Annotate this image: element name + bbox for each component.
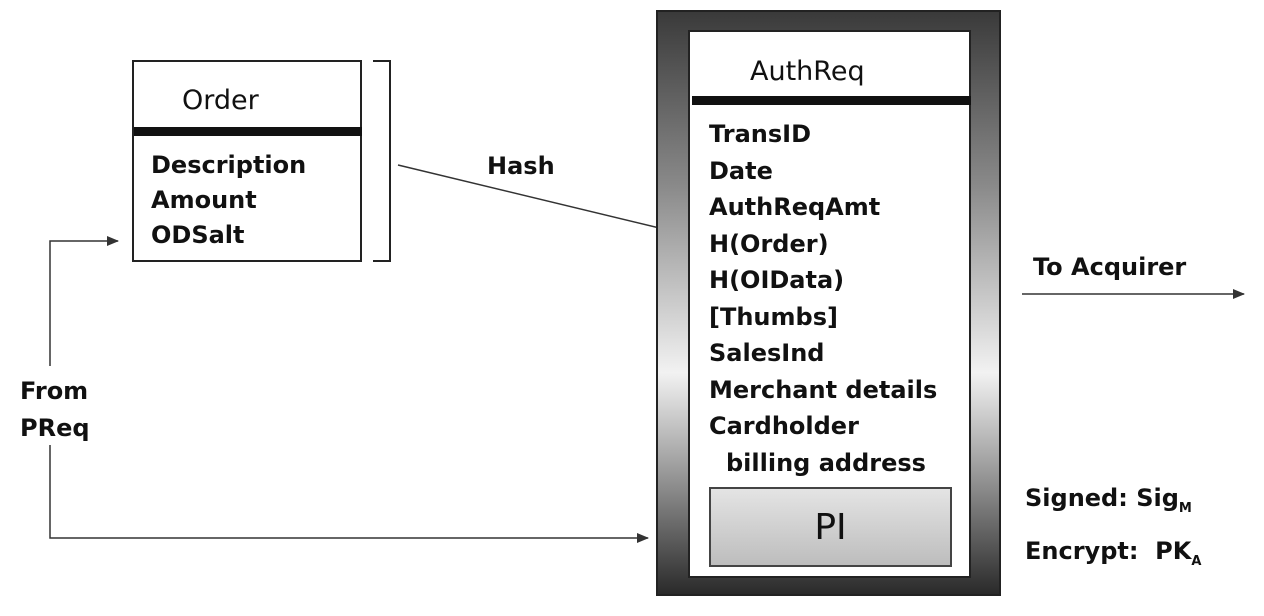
hash-label: Hash (487, 152, 555, 180)
order-field-list: Description Amount ODSalt (151, 148, 306, 253)
from-label-line1: From (20, 377, 89, 405)
authreq-field-salesind: SalesInd (709, 339, 825, 367)
order-bracket (373, 60, 391, 262)
signed-annotation: Signed: SigM (1025, 484, 1192, 516)
encrypt-text: Encrypt: PK (1025, 537, 1192, 565)
signed-text: Signed: Sig (1025, 484, 1179, 512)
authreq-field-billing-address: billing address (726, 448, 926, 477)
authreq-title: AuthReq (750, 56, 865, 87)
from-preq-arrow-up (49, 236, 119, 366)
order-box (132, 60, 362, 262)
order-title-divider (134, 127, 362, 136)
authreq-field-authreqamt: AuthReqAmt (709, 193, 881, 221)
signed-subscript: M (1178, 501, 1192, 516)
pi-box: PI (709, 487, 952, 567)
order-field-odsalt: ODSalt (151, 221, 245, 249)
from-label-line2: PReq (20, 414, 90, 442)
from-preq-label: From PReq (20, 373, 90, 447)
authreq-field-merchant-details: Merchant details (709, 375, 938, 404)
authreq-box (688, 30, 971, 578)
from-preq-arrow-down (49, 445, 649, 543)
authreq-title-divider (692, 96, 971, 105)
hash-arrow (397, 164, 677, 235)
authreq-field-h-order: H(Order) (709, 229, 829, 258)
encrypt-subscript: A (1191, 554, 1202, 569)
encrypt-annotation: Encrypt: PKA (1025, 537, 1201, 569)
authreq-field-h-oidata: H(OIData) (709, 266, 845, 294)
order-field-description: Description (151, 151, 307, 179)
authreq-field-thumbs: [Thumbs] (709, 302, 838, 331)
to-acquirer-label: To Acquirer (1033, 253, 1187, 281)
authreq-field-list: TransID Date AuthReqAmt H(Order) H(OIDat… (709, 116, 937, 481)
order-title: Order (182, 85, 259, 116)
order-field-amount: Amount (151, 186, 257, 214)
authreq-field-transid: TransID (709, 120, 811, 148)
pi-label: PI (814, 506, 847, 548)
authreq-field-date: Date (709, 156, 773, 185)
authreq-field-cardholder: Cardholder (709, 412, 859, 440)
